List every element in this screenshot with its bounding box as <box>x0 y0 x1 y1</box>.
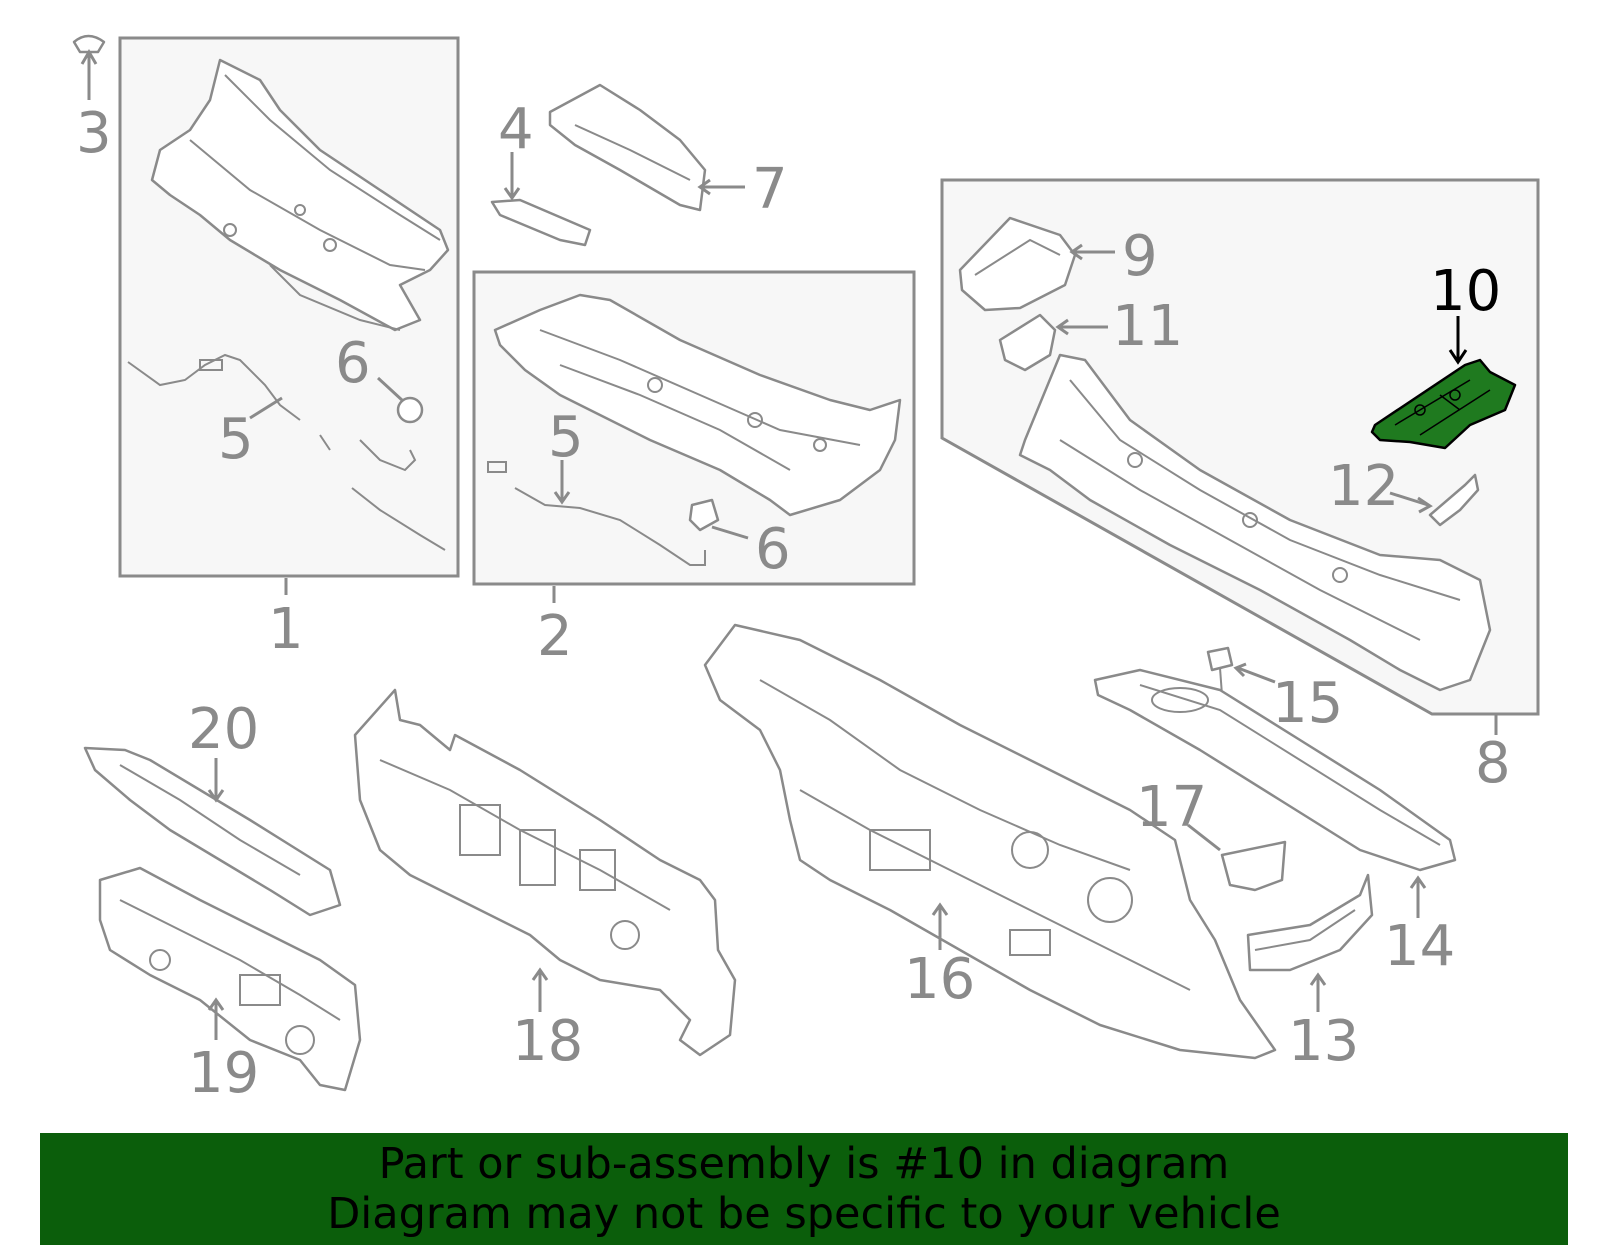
callout-11: 11 <box>1112 294 1183 359</box>
part-6-nozzle-box1 <box>376 376 424 424</box>
callout-13: 13 <box>1288 1009 1359 1074</box>
part-4-bracket <box>490 152 592 247</box>
part-17-pad <box>1187 823 1287 892</box>
callout-20: 20 <box>188 697 259 762</box>
info-banner: Part or sub-assembly is #10 in diagram D… <box>40 1133 1568 1245</box>
part-9-bracket <box>958 216 1115 312</box>
part-20-reinforcement <box>83 746 342 917</box>
part-13-bracket <box>1246 873 1374 1012</box>
part-8-dash-panel-upper <box>1018 353 1492 692</box>
callout-15: 15 <box>1272 671 1343 736</box>
part-15-bolt <box>1206 646 1276 696</box>
part-12-bracket <box>1389 473 1480 527</box>
callout-14: 14 <box>1384 914 1455 979</box>
part-11-bracket <box>998 313 1108 372</box>
callout-12: 12 <box>1328 454 1399 519</box>
part-14-reinforcement <box>1093 668 1457 918</box>
callout-7: 7 <box>752 157 788 222</box>
callout-6-box1: 6 <box>335 331 371 396</box>
callout-6-box2: 6 <box>755 517 791 582</box>
part-10-highlighted <box>1370 316 1517 450</box>
part-5-hose-box1 <box>127 353 446 551</box>
callout-5-box2: 5 <box>548 405 584 470</box>
callout-3: 3 <box>76 101 112 166</box>
part-16-dash-panel <box>703 623 1277 1060</box>
callout-19: 19 <box>188 1041 259 1106</box>
callout-5-box1: 5 <box>218 407 254 472</box>
banner-line-1: Part or sub-assembly is #10 in diagram <box>378 1139 1230 1189</box>
callout-17: 17 <box>1136 775 1207 840</box>
callout-18: 18 <box>512 1009 583 1074</box>
callout-16: 16 <box>904 947 975 1012</box>
callout-1: 1 <box>268 597 304 662</box>
callout-4: 4 <box>498 97 534 162</box>
callout-10-highlighted: 10 <box>1430 259 1501 324</box>
part-2-cowl-panel <box>493 293 902 517</box>
part-3-clip <box>72 34 106 100</box>
callout-9: 9 <box>1122 224 1158 289</box>
part-6-nozzle-box2 <box>688 498 749 540</box>
callout-2: 2 <box>537 604 573 669</box>
part-7-duct <box>548 83 745 212</box>
part-5-hose-box2 <box>487 460 706 566</box>
part-1-cowl-panel <box>150 58 450 332</box>
callout-8: 8 <box>1475 731 1511 796</box>
banner-line-2: Diagram may not be specific to your vehi… <box>327 1189 1281 1239</box>
part-19-insulator <box>98 866 362 1092</box>
part-18-insulator <box>353 688 737 1057</box>
